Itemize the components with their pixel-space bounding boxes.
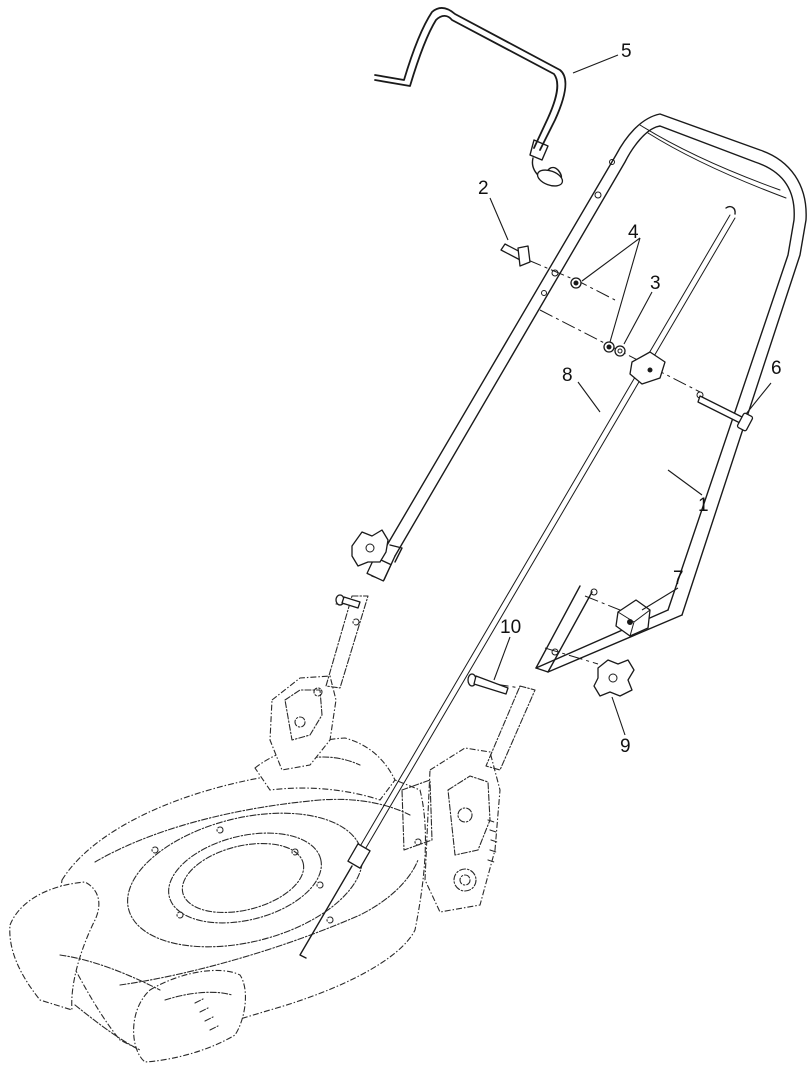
callout-8: 8 (562, 365, 573, 386)
callouts: 5 2 4 3 6 8 1 7 10 9 (478, 41, 782, 757)
callout-6: 6 (771, 358, 782, 379)
callout-2: 2 (478, 178, 489, 199)
part-7-spacer (615, 599, 651, 637)
part-10-bolt (467, 673, 509, 695)
part-6-pin (697, 395, 754, 432)
part-3-washer (614, 345, 626, 357)
callout-3: 3 (650, 273, 661, 294)
part-4-nuts (570, 277, 615, 353)
part-2-bolt (500, 243, 531, 267)
mower-deck-phantom (9, 595, 536, 1063)
left-lower-bolt (335, 594, 361, 609)
callout-4: 4 (628, 222, 639, 243)
cable-clamp (629, 351, 666, 385)
callout-1: 1 (698, 495, 709, 516)
callout-5: 5 (621, 41, 632, 62)
part-9-knob (593, 659, 635, 697)
left-knob (351, 529, 389, 567)
upper-handle (366, 113, 807, 673)
callout-9: 9 (620, 736, 631, 757)
callout-7: 7 (673, 568, 684, 589)
control-cable (299, 205, 736, 959)
bail-bar (374, 7, 567, 187)
leader-lines (489, 54, 772, 736)
callout-10: 10 (500, 617, 521, 638)
